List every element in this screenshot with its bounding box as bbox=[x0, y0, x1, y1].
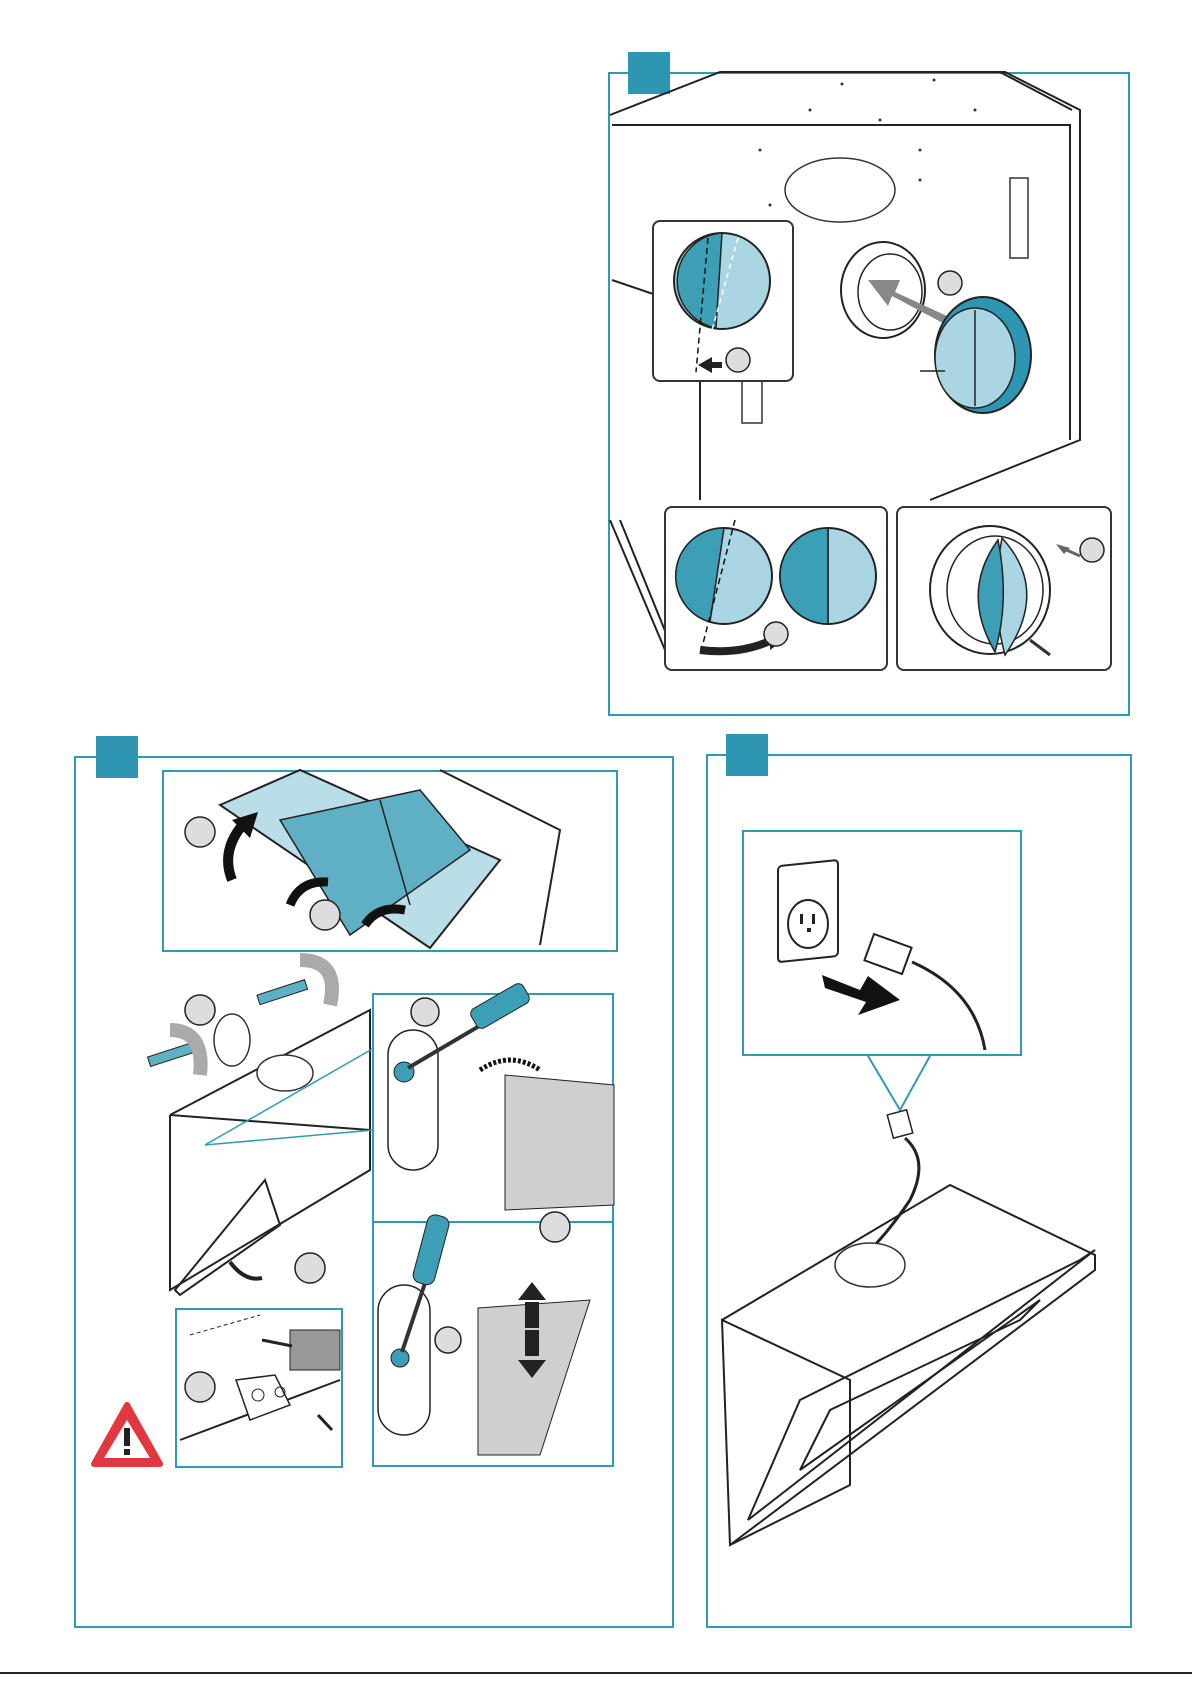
fit-damper-inset bbox=[896, 506, 1112, 671]
plug-inset bbox=[742, 830, 1022, 1056]
adjust-screw-inset bbox=[372, 993, 614, 1467]
drill-inset bbox=[175, 1308, 343, 1468]
step-tag-mounting bbox=[96, 736, 138, 778]
split-flap-inset bbox=[652, 220, 794, 382]
step-tag-power bbox=[726, 734, 768, 776]
lift-glass-inset bbox=[162, 770, 618, 952]
footer-rule bbox=[0, 1672, 1192, 1674]
step-tag-damper bbox=[628, 52, 670, 94]
rotate-flaps-inset bbox=[664, 506, 888, 671]
